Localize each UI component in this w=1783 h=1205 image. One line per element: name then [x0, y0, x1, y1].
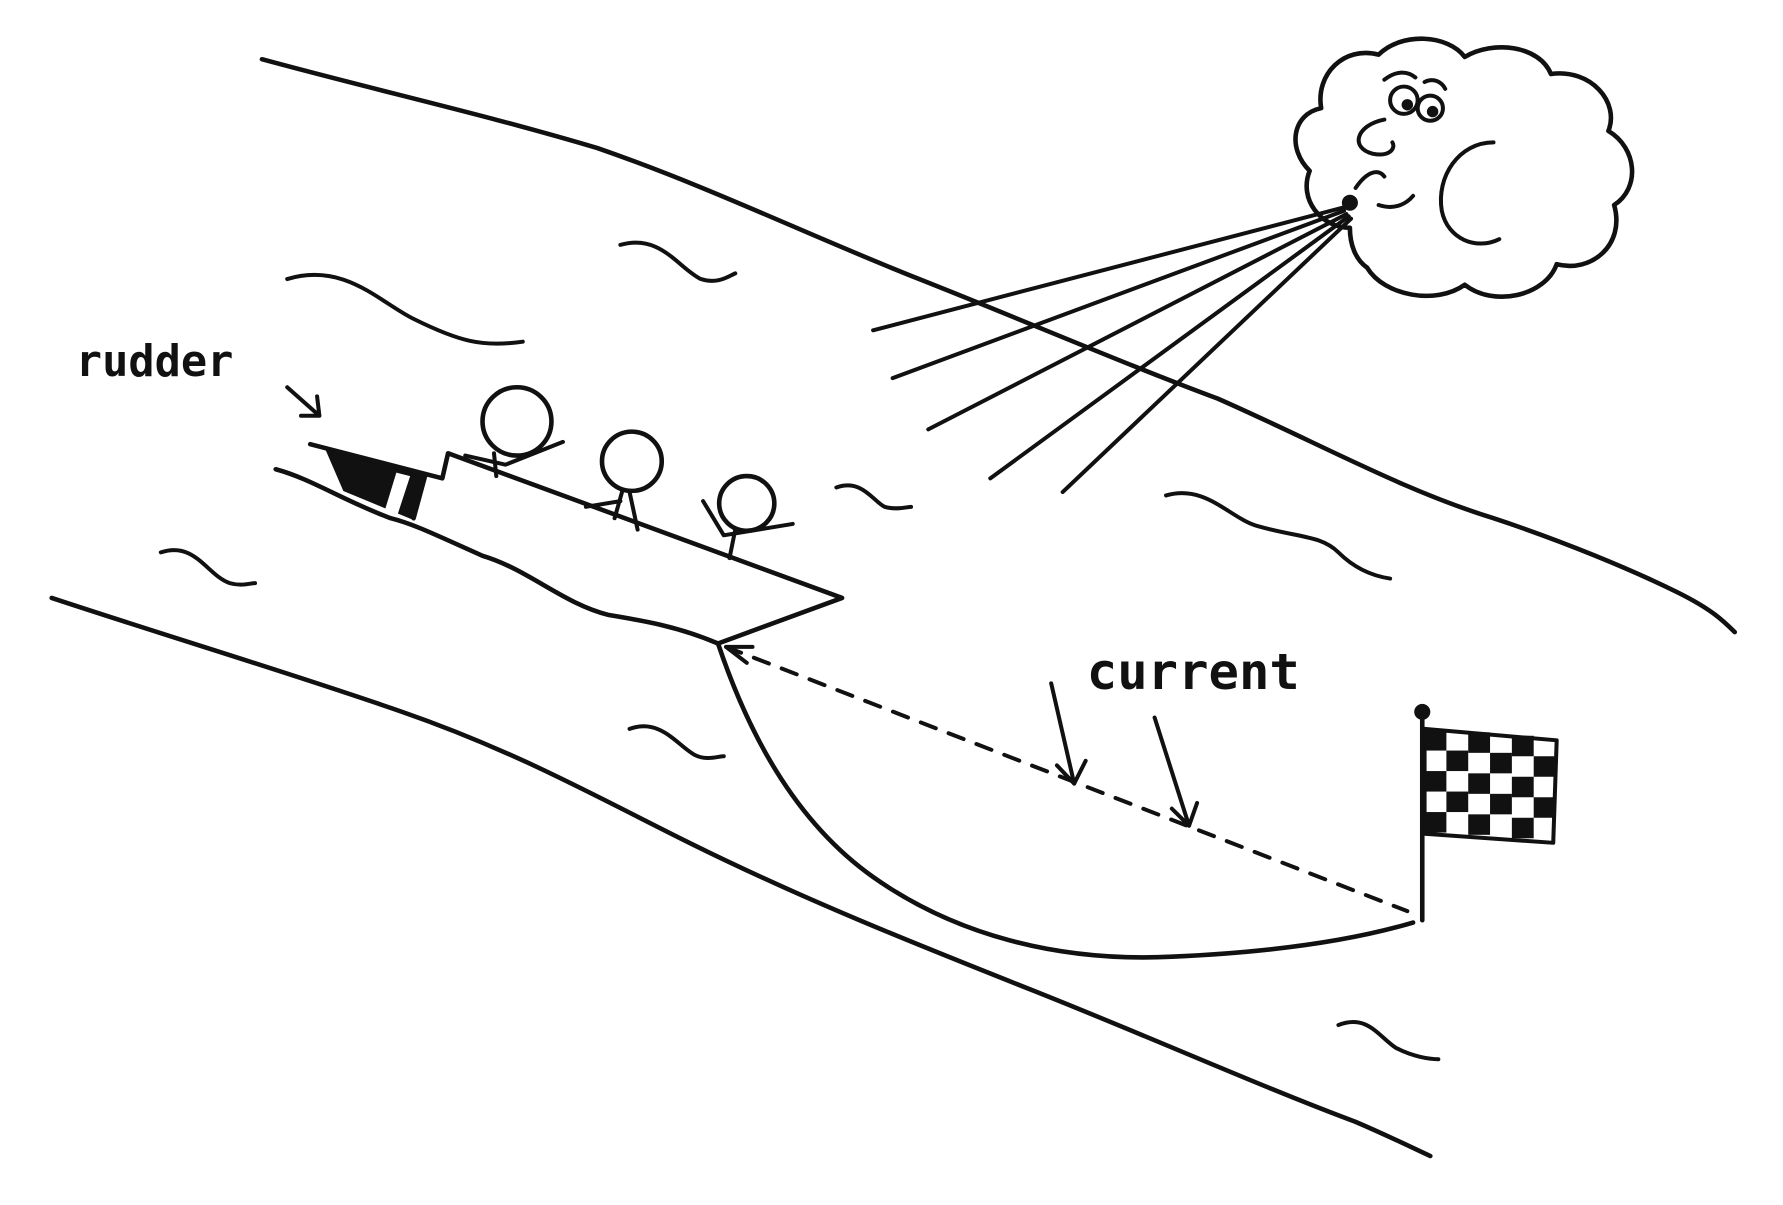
- wave: [834, 483, 914, 511]
- wave: [627, 724, 726, 760]
- boat-stern-line: [411, 473, 428, 521]
- wind-rays: [871, 205, 1354, 495]
- course-arrowhead-icon: [724, 644, 755, 665]
- boat: [273, 384, 845, 646]
- rudder-stripe: [384, 472, 411, 515]
- wave: [618, 240, 738, 283]
- wave: [158, 548, 258, 587]
- river-bank-top: [259, 56, 1738, 635]
- actual-course-path: [715, 641, 1416, 960]
- destination-flag-icon: [1414, 703, 1559, 923]
- passenger: [583, 429, 665, 532]
- intended-course-dashed: [724, 644, 1410, 914]
- wave: [1164, 491, 1393, 581]
- rudder-label: rudder: [76, 337, 234, 387]
- passenger: [463, 384, 565, 479]
- wind-cloud-icon: [1293, 36, 1635, 299]
- water-waves: [158, 240, 1441, 1062]
- current-label: current: [1087, 642, 1300, 701]
- boat-hull: [273, 441, 845, 646]
- river-bank-bottom: [49, 595, 1433, 1159]
- current-arrow-icon: [1049, 681, 1088, 786]
- current-arrow-icon: [1152, 715, 1200, 828]
- rudder-arrow-icon: [285, 385, 322, 418]
- passenger: [701, 473, 795, 561]
- wave: [1336, 1020, 1441, 1062]
- wave: [285, 272, 525, 346]
